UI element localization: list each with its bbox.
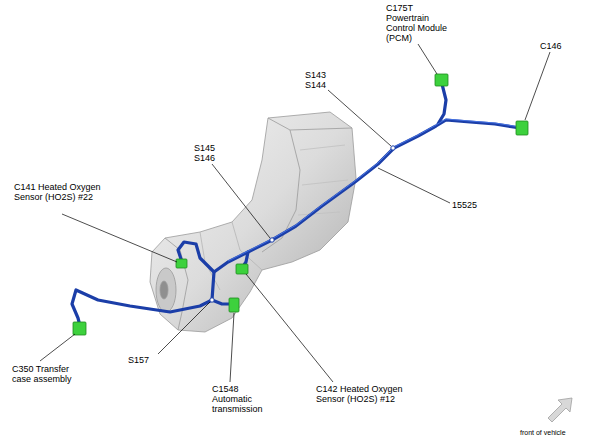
- callout-label: S146: [194, 153, 215, 163]
- callout-label: C1548 Automatic transmission: [212, 384, 276, 414]
- callout-label: C146: [540, 41, 562, 51]
- wiring-harness: [72, 84, 520, 326]
- callout-label: C175T Powertrain Control Module (PCM): [386, 3, 448, 43]
- callout-label: S145: [194, 143, 215, 153]
- transmission-body: [150, 112, 356, 332]
- leader-line: [40, 44, 550, 382]
- callout-label: S143: [305, 70, 326, 80]
- callout-label: S144: [305, 80, 326, 90]
- callout-label: C142 Heated Oxygen Sensor (HO2S) #12: [316, 384, 404, 404]
- callout-label: 15525: [452, 200, 477, 210]
- callout-label: C141 Heated Oxygen Sensor (HO2S) #22: [14, 182, 102, 202]
- direction-note: front of vehicle: [520, 428, 566, 438]
- splice-dot: [210, 146, 395, 302]
- wire-highlight: [228, 119, 520, 261]
- callout-label: S157: [128, 355, 149, 365]
- callout-label: C350 Transfer case assembly: [12, 364, 76, 384]
- electrical-connector: [73, 74, 528, 335]
- direction-arrow: [548, 398, 572, 422]
